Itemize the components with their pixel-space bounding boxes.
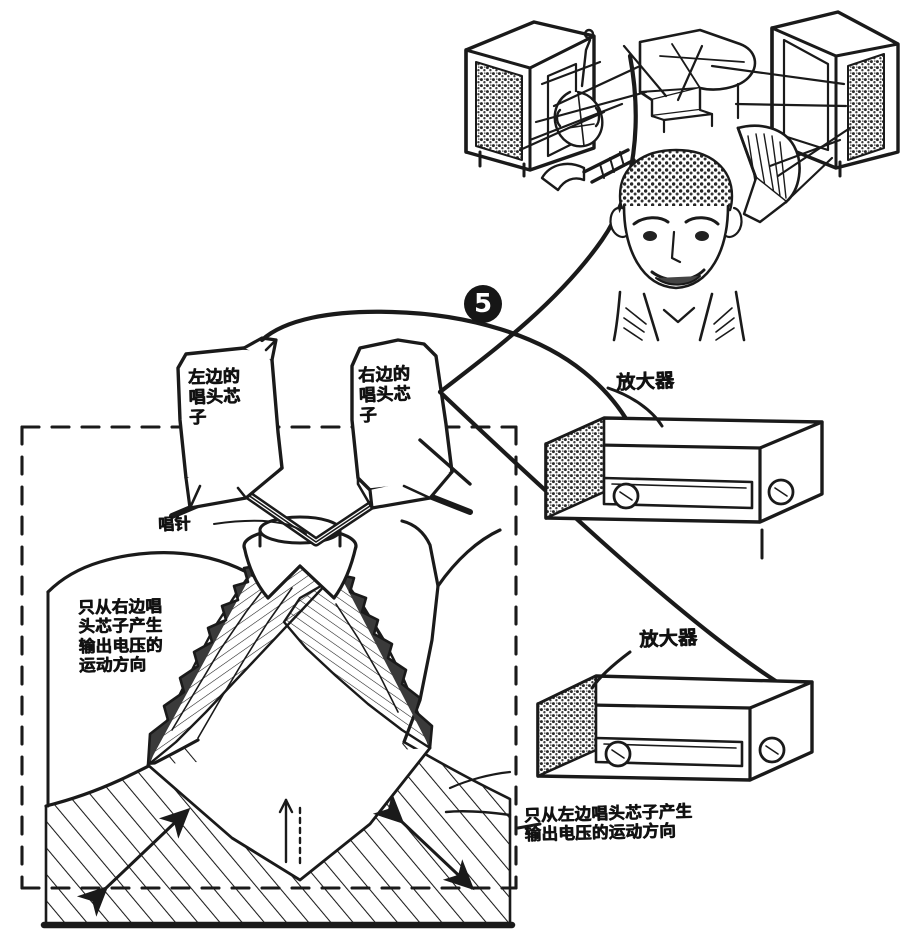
label-amplifier-bottom: 放大器 [639,626,699,651]
listener-face [609,148,746,342]
instrument-violin [553,28,604,148]
motion-arrow-right-channel [76,807,191,917]
record-groove-v-section [146,560,434,882]
amplifier-unit-top [544,416,824,560]
label-stylus: 唱针 [157,513,192,534]
leader-lines [213,386,664,830]
amplifier-unit-bottom [536,674,814,782]
cartridge-left-body [176,336,284,510]
instrument-trumpet [540,148,636,192]
label-cartridge-right: 右边的 唱头芯 子 [358,364,412,427]
label-note-right-channel: 只从右边唱 头芯子产生 输出电压的 运动方向 [78,596,164,676]
label-amplifier-top: 放大器 [616,369,676,394]
label-note-left-channel: 只从左边唱头芯子产生 输出电压的运动方向 [524,801,693,845]
cartridge-right-body [350,338,472,510]
motion-arrow-left-channel [372,793,475,891]
instrument-harp [736,124,801,224]
label-cartridge-left: 左边的 唱头芯 子 [188,366,242,429]
record-upper-surface [44,519,502,808]
sound-ray-lines [518,44,852,198]
figure-number-badge: 5 [464,285,502,323]
cable-right-channel [437,53,793,693]
instrument-grand-piano [638,28,757,134]
groove-axis-ticks [278,798,302,868]
